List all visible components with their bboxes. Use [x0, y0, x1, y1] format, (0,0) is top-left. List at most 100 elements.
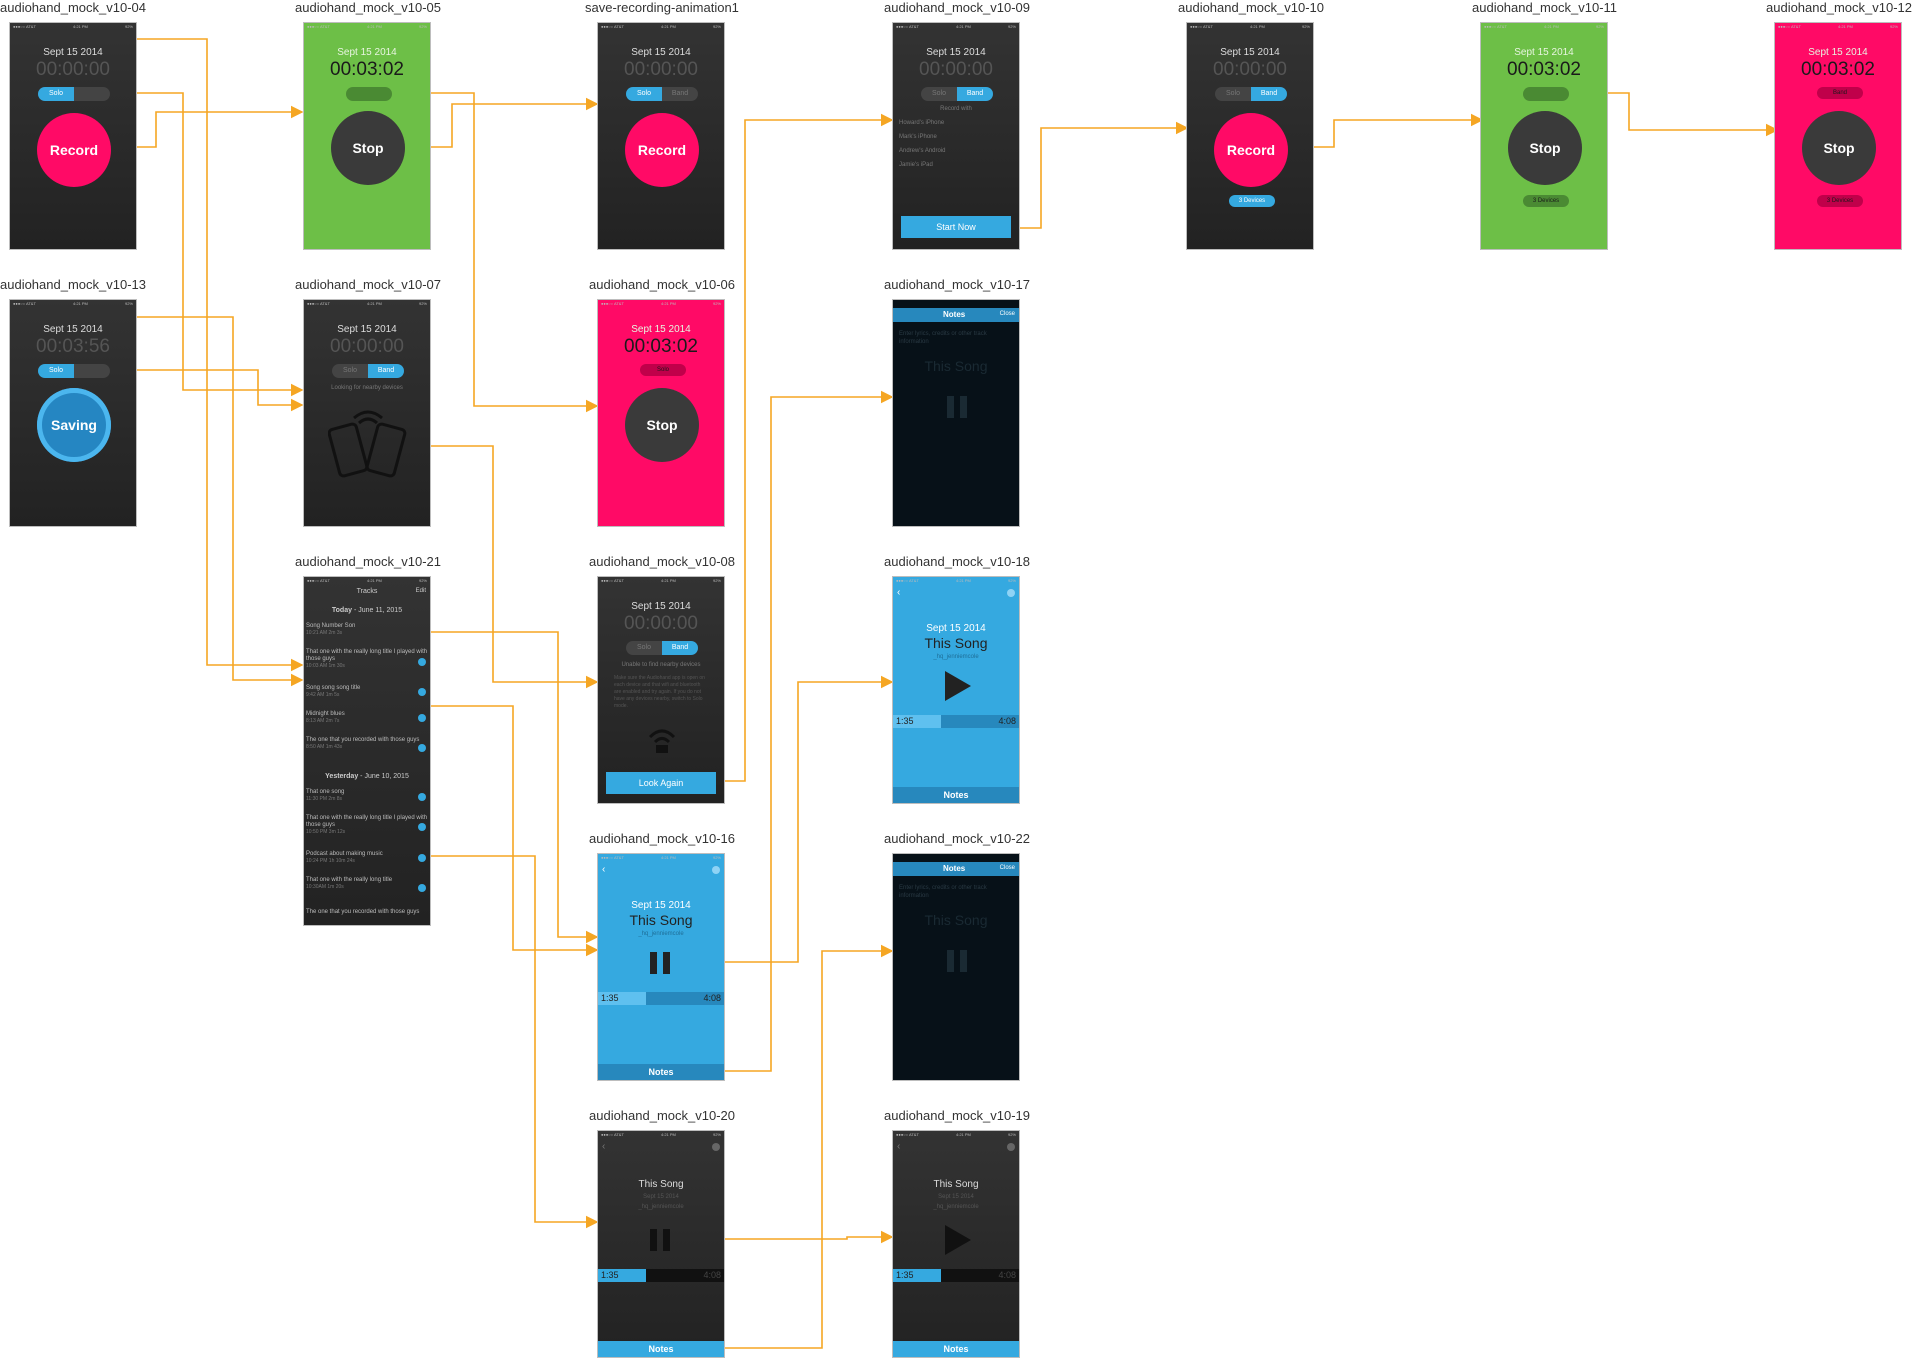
stop-button[interactable]: Stop	[331, 111, 405, 185]
stop-button[interactable]: Stop	[625, 388, 699, 462]
mode-toggle[interactable]: Solo	[38, 87, 110, 101]
mode-toggle[interactable]	[346, 87, 392, 101]
device-item[interactable]: Howard's iPhone	[899, 120, 945, 126]
chevron-right-icon[interactable]	[418, 688, 426, 696]
pause-icon-bar[interactable]	[663, 952, 670, 974]
notes-button[interactable]: Notes	[893, 787, 1019, 803]
mode-toggle[interactable]: Solo	[38, 364, 110, 378]
chevron-right-icon[interactable]	[418, 884, 426, 892]
back-icon[interactable]: ‹	[897, 1141, 901, 1152]
play-icon[interactable]	[945, 1225, 971, 1255]
help-text: Make sure the Audiohand app is open on e…	[614, 675, 705, 709]
device-item[interactable]: Mark's iPhone	[899, 134, 937, 140]
notes-placeholder[interactable]: Enter lyrics, credits or other track inf…	[899, 885, 987, 899]
chevron-right-icon[interactable]	[418, 744, 426, 752]
look-again-button[interactable]: Look Again	[606, 772, 716, 794]
edit-button[interactable]: Edit	[415, 588, 426, 594]
notes-tab[interactable]: Notes	[943, 864, 966, 873]
tracks-header: Tracks	[356, 588, 378, 595]
share-icon[interactable]	[1007, 1143, 1015, 1151]
start-now-button[interactable]: Start Now	[901, 216, 1011, 238]
date-text: Sept 15 2014	[938, 1194, 974, 1200]
chevron-right-icon[interactable]	[418, 714, 426, 722]
close-button[interactable]: Close	[999, 865, 1015, 871]
screen-label: audiohand_mock_v10-08	[589, 554, 735, 569]
date-text: Sept 15 2014	[1808, 47, 1868, 58]
screen-v10-17[interactable]: Notes Close Enter lyrics, credits or oth…	[892, 299, 1020, 527]
notes-button[interactable]: Notes	[893, 1341, 1019, 1357]
record-button[interactable]: Record	[1214, 113, 1288, 187]
play-icon[interactable]	[945, 671, 971, 701]
notes-tab[interactable]: Notes	[943, 310, 966, 319]
notes-placeholder[interactable]: Enter lyrics, credits or other track inf…	[899, 331, 987, 345]
stop-button[interactable]: Stop	[1802, 111, 1876, 185]
device-item[interactable]: Jamie's iPad	[899, 162, 933, 168]
list-item[interactable]: The one that you recorded with those guy…	[306, 909, 420, 915]
section-today: Today - June 11, 2015	[331, 607, 403, 614]
list-item[interactable]: That one with the really long title I pl…	[306, 649, 428, 669]
chevron-right-icon[interactable]	[418, 658, 426, 666]
record-button[interactable]: Record	[37, 113, 111, 187]
timer: 00:03:02	[330, 59, 404, 80]
chevron-right-icon[interactable]	[418, 823, 426, 831]
chevron-right-icon[interactable]	[418, 793, 426, 801]
chevron-right-icon[interactable]	[418, 854, 426, 862]
pause-icon-bar[interactable]	[663, 1229, 670, 1251]
screen-v10-22[interactable]: Notes Close Enter lyrics, credits or oth…	[892, 853, 1020, 1081]
notes-button[interactable]: Notes	[598, 1064, 724, 1080]
mode-toggle[interactable]	[1523, 87, 1569, 101]
pause-icon[interactable]	[650, 1229, 657, 1251]
close-button[interactable]: Close	[999, 311, 1015, 317]
devices-pill[interactable]: 3 Devices	[1817, 195, 1863, 207]
devices-pill[interactable]: 3 Devices	[1229, 195, 1275, 207]
notes-button[interactable]: Notes	[598, 1341, 724, 1357]
pause-icon[interactable]	[650, 952, 657, 974]
list-item[interactable]: That one with the really long title I pl…	[306, 815, 428, 835]
record-button[interactable]: Record	[625, 113, 699, 187]
share-icon[interactable]	[1007, 589, 1015, 597]
devices-pill[interactable]: 3 Devices	[1523, 195, 1569, 207]
share-icon[interactable]	[712, 1143, 720, 1151]
back-icon[interactable]: ‹	[897, 587, 901, 598]
device-item[interactable]: Andrew's Android	[899, 148, 946, 154]
back-icon[interactable]: ‹	[602, 1141, 606, 1152]
stop-button[interactable]: Stop	[1508, 111, 1582, 185]
list-item[interactable]: The one that you recorded with those guy…	[306, 737, 420, 750]
share-icon[interactable]	[712, 866, 720, 874]
back-icon[interactable]: ‹	[602, 864, 606, 875]
screen-label: audiohand_mock_v10-13	[0, 277, 146, 292]
